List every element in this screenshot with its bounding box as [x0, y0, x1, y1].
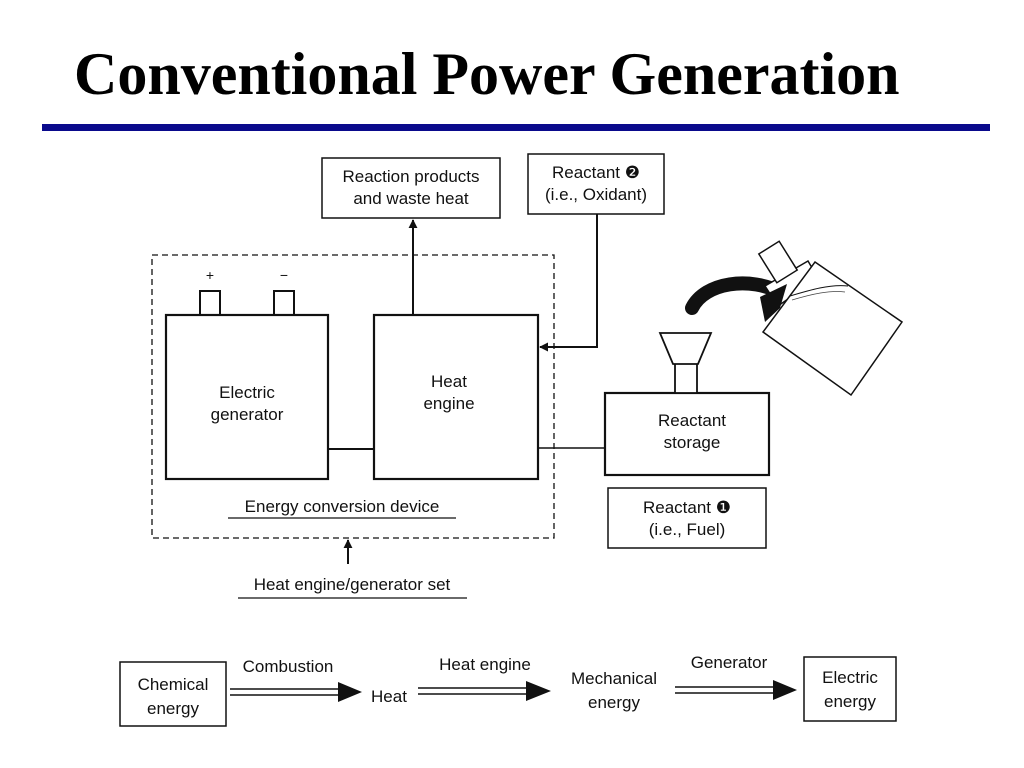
chemical-energy-box: Chemical energy — [119, 661, 227, 727]
electric-generator-line-2: generator — [211, 405, 284, 424]
reactant-1-line-1: Reactant ❶ — [643, 498, 731, 517]
fuel-can-icon — [685, 240, 904, 397]
positive-terminal-label: + — [206, 267, 214, 283]
heat-engine-generator-set-label: Heat engine/generator set — [254, 575, 451, 594]
reactant-2-line-2: (i.e., Oxidant) — [545, 185, 647, 204]
reactant-storage-box: Reactant storage — [603, 391, 771, 477]
slide-title: Conventional Power Generation — [74, 41, 900, 107]
heat-engine-box: Heat engine — [372, 313, 540, 481]
energy-conversion-boundary — [151, 254, 555, 539]
heat-label: Heat — [371, 687, 407, 706]
electric-energy-box: Electric energy — [803, 656, 897, 722]
oxidant-arrow — [539, 214, 598, 352]
electric-energy-line-1: Electric — [822, 668, 878, 687]
electric-generator-line-1: Electric — [219, 383, 275, 402]
heat-engine-arrow — [418, 681, 551, 701]
mechanical-energy-line-1: Mechanical — [571, 669, 657, 688]
combustion-label: Combustion — [243, 657, 334, 676]
reactant-storage-line-1: Reactant — [658, 411, 726, 430]
reaction-products-box: Reaction products and waste heat — [321, 157, 501, 219]
electric-generator-box: + − Electric generator — [164, 267, 330, 481]
mechanical-energy-line-2: energy — [588, 693, 640, 712]
energy-conversion-device-label: Energy conversion device — [245, 497, 440, 516]
combustion-arrow — [230, 682, 362, 702]
generator-flow-label: Generator — [691, 653, 768, 672]
generator-arrow — [675, 680, 797, 700]
reactant-fuel-box: Reactant ❶ (i.e., Fuel) — [607, 487, 767, 549]
reactant-storage-line-2: storage — [664, 433, 721, 452]
heat-engine-flow-label: Heat engine — [439, 655, 531, 674]
negative-terminal-label: − — [280, 267, 288, 283]
funnel-icon — [658, 332, 713, 394]
reactant-1-line-2: (i.e., Fuel) — [649, 520, 726, 539]
heat-engine-line-1: Heat — [431, 372, 467, 391]
reaction-products-line-1: Reaction products — [342, 167, 479, 186]
electric-energy-line-2: energy — [824, 692, 876, 711]
title-divider — [42, 124, 990, 131]
chemical-energy-line-1: Chemical — [138, 675, 209, 694]
chemical-energy-line-2: energy — [147, 699, 199, 718]
reaction-products-line-2: and waste heat — [353, 189, 469, 208]
heat-engine-line-2: engine — [423, 394, 474, 413]
reactant-oxidant-box: Reactant ❷ (i.e., Oxidant) — [527, 153, 665, 215]
reactant-2-line-1: Reactant ❷ — [552, 163, 640, 182]
